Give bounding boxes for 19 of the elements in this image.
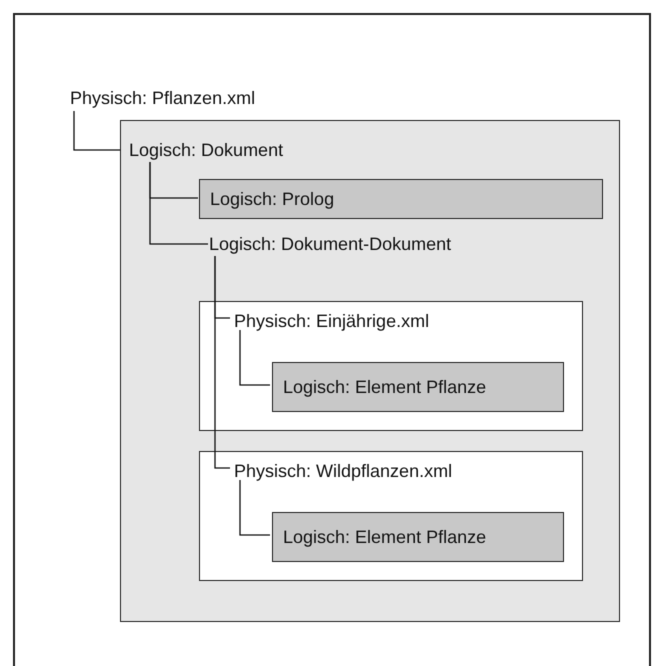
- element-box: [272, 362, 564, 412]
- heading-text: Logisch: Prolog: [210, 188, 334, 210]
- file-panel: [199, 301, 583, 431]
- heading-text: Logisch: Element Pflanze: [283, 376, 486, 398]
- tree-connector: [149, 162, 208, 245]
- prolog-box: [199, 179, 603, 219]
- element-box: [272, 512, 564, 562]
- heading-text: Physisch: Wildpflanzen.xml: [234, 460, 452, 482]
- file-label: Physisch: Pflanzen.xml: [70, 87, 292, 111]
- tree-connector: [214, 256, 230, 469]
- heading-text: Logisch: Element Pflanze: [283, 526, 486, 548]
- tree-connector: [73, 111, 120, 151]
- heading-text: Logisch: Dokument: [129, 139, 284, 161]
- tree-connector: [239, 480, 270, 536]
- file-panel: [199, 451, 583, 581]
- document-panel: [120, 120, 620, 622]
- heading-text: Physisch: Einjährige.xml: [234, 310, 430, 332]
- tree-connector: [239, 330, 270, 386]
- document-label: Logisch: Dokument-Dokument: [209, 233, 529, 257]
